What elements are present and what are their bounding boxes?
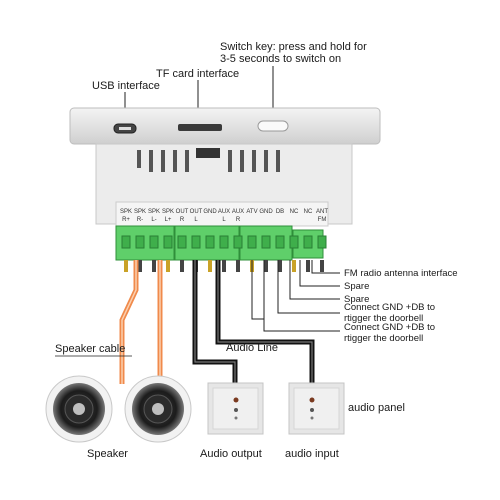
usb-label: USB interface [92, 80, 160, 92]
tf-card-slot [178, 124, 222, 131]
terminal-lead [264, 260, 268, 272]
terminal-lead [138, 260, 142, 272]
terminal-label-sub: L- [151, 217, 156, 223]
terminal-label-sub: R+ [122, 217, 130, 223]
terminal-lead [306, 260, 310, 272]
speaker-cable-label: Speaker cable [55, 343, 125, 355]
terminal-label: NC [304, 209, 313, 215]
terminal-label-sub: R [180, 217, 185, 223]
terminal-lead [292, 260, 296, 272]
audio-line-input [215, 260, 315, 384]
terminal-lead [278, 260, 282, 272]
usb-port-inner [119, 127, 131, 130]
terminal-label: SPK [148, 209, 160, 215]
terminal-label: AUX [232, 209, 244, 215]
terminal-label: SPK [134, 209, 146, 215]
audio-output-label: Audio output [200, 448, 262, 460]
terminal-screw [275, 235, 285, 249]
terminal-screw [247, 235, 257, 249]
speaker-left [45, 375, 113, 443]
terminal-screw [177, 235, 187, 249]
audio-input-panel [288, 382, 345, 435]
terminal-screw [135, 235, 145, 249]
terminal-screw [121, 235, 131, 249]
terminal-screw [149, 235, 159, 249]
terminal-label-sub: R [236, 217, 241, 223]
terminal-screw [289, 235, 299, 249]
doorbell-label-1-line2: rtigger the doorbell [344, 313, 423, 324]
terminal-label: ANT [316, 209, 328, 215]
terminal-lead [124, 260, 128, 272]
switch-key-label-line1: Switch key: press and hold for [220, 41, 367, 53]
fm-antenna-label: FM radio antenna interface [344, 268, 458, 279]
audio-input-label: audio input [285, 448, 339, 460]
terminal-screw [219, 235, 229, 249]
speaker-cable-left [119, 260, 139, 384]
speaker-label: Speaker [87, 448, 128, 460]
spare-label-1: Spare [344, 281, 369, 292]
terminal-lead [180, 260, 184, 272]
terminal-screw [317, 235, 327, 249]
terminal-lead [152, 260, 156, 272]
tf-card-label: TF card interface [156, 68, 239, 80]
terminal-screw [205, 235, 215, 249]
terminal-label: ATV [246, 209, 257, 215]
doorbell-label-2-line1: Connect GND +DB to [344, 322, 435, 333]
switch-key [257, 120, 289, 132]
terminal-screw [303, 235, 313, 249]
terminal-lead [208, 260, 212, 272]
terminal-leads [124, 260, 324, 272]
audio-panel-label: audio panel [348, 402, 405, 414]
spare-label-2: Spare [344, 294, 369, 305]
terminal-lead [166, 260, 170, 272]
doorbell-label-1-line1: Connect GND +DB to [344, 302, 435, 313]
terminal-label-strip [115, 201, 329, 227]
terminal-label-sub: FM [318, 217, 327, 223]
terminal-lead [222, 260, 226, 272]
audio-line-label: Audio Line [226, 342, 278, 354]
terminal-lead [320, 260, 324, 272]
speaker-right [124, 375, 192, 443]
audio-line-output [192, 260, 238, 384]
terminal-label-sub: L [194, 217, 198, 223]
vent-slits [137, 148, 280, 172]
right-label-leaders [251, 260, 340, 332]
switch-key-label-line2: 3-5 seconds to switch on [220, 53, 341, 65]
terminal-label: SPK [120, 209, 132, 215]
terminal-label-sub: R- [137, 217, 143, 223]
audio-output-panel [207, 382, 264, 435]
terminal-label: OUT [190, 209, 203, 215]
terminal-screw [163, 235, 173, 249]
terminal-screws [121, 235, 327, 249]
terminal-screw [191, 235, 201, 249]
terminal-label: OUT [176, 209, 189, 215]
terminal-lead [236, 260, 240, 272]
terminal-label: DB [276, 209, 284, 215]
terminal-label-sub: L [222, 217, 226, 223]
terminal-label: GND [203, 209, 217, 215]
terminal-label: SPK [162, 209, 174, 215]
terminal-screw [261, 235, 271, 249]
doorbell-label-2-line2: rtigger the doorbell [344, 333, 423, 344]
terminal-label: GND [259, 209, 273, 215]
terminal-label: NC [290, 209, 299, 215]
terminal-screw [233, 235, 243, 249]
terminal-label-sub: L+ [165, 217, 172, 223]
terminal-label: AUX [218, 209, 230, 215]
